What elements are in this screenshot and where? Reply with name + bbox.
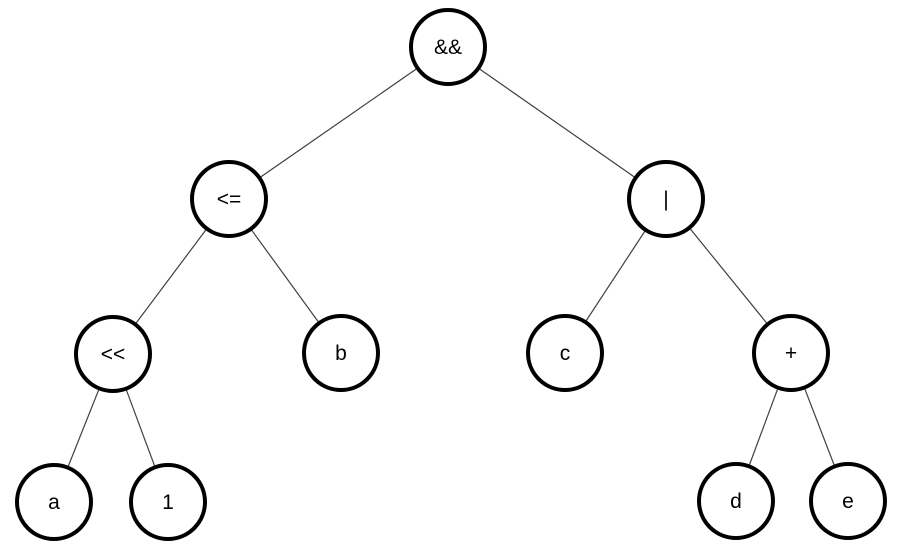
edge-and-lte bbox=[228, 46, 449, 200]
node-or: | bbox=[627, 160, 705, 238]
node-e: e bbox=[809, 462, 887, 540]
node-lte: <= bbox=[190, 160, 268, 238]
edge-and-or bbox=[447, 46, 667, 200]
node-and: && bbox=[409, 8, 487, 86]
node-shl: << bbox=[74, 315, 152, 393]
node-a: a bbox=[15, 463, 93, 541]
node-c: c bbox=[526, 314, 604, 392]
node-b: b bbox=[302, 314, 380, 392]
node-d: d bbox=[697, 462, 775, 540]
node-one: 1 bbox=[129, 463, 207, 541]
node-plus: + bbox=[752, 314, 830, 392]
